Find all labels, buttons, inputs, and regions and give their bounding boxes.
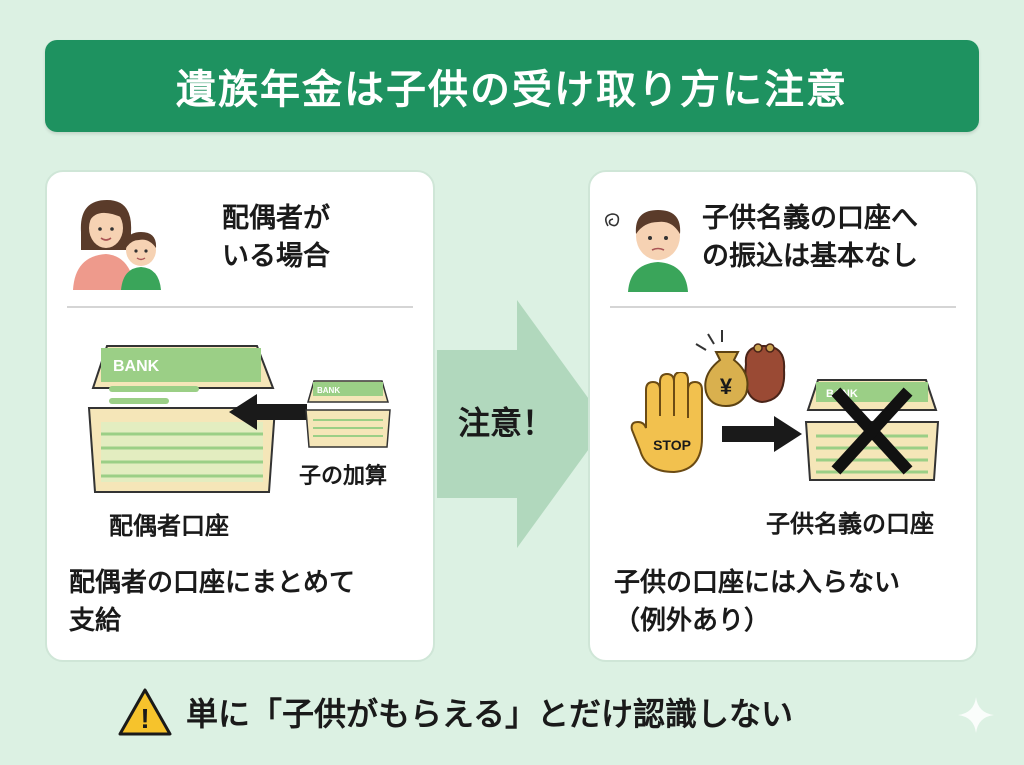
- left-bottom-line1: 配偶者の口座にまとめて: [69, 568, 356, 598]
- caution-label: 注意！: [458, 404, 555, 442]
- money-bag-icon: ¥: [695, 330, 786, 408]
- right-heading-line1: 子供名義の口座へ: [702, 203, 918, 234]
- warning-icon: !: [118, 688, 172, 736]
- small-bank-label: BANK: [317, 386, 340, 395]
- yen-symbol: ¥: [720, 374, 733, 399]
- center-arrow-icon: [437, 300, 607, 548]
- right-card-child-account: 子供名義の口座へ の振込は基本なし STOP ¥ BANK 子供名義の: [588, 170, 978, 662]
- right-arrow-icon: [722, 416, 802, 452]
- child-addition-label: 子の加算: [299, 464, 388, 489]
- footer-warning: ! 単に「子供がもらえる」とだけ認識しない: [118, 682, 793, 742]
- spouse-bankbook-icon: BANK: [87, 345, 277, 493]
- page-title: 遺族年金は子供の受け取り方に注意: [176, 67, 848, 113]
- right-bottom-line1: 子供の口座には入らない: [614, 568, 901, 598]
- right-bottom-line2: （例外あり）: [614, 606, 771, 636]
- left-arrow-icon: [229, 394, 307, 430]
- child-account-label: 子供名義の口座: [766, 510, 934, 538]
- right-divider: [610, 306, 956, 308]
- child-addition-bankbook-icon: BANK: [305, 380, 391, 448]
- spouse-account-label: 配偶者口座: [109, 512, 229, 540]
- stop-hand-icon: STOP: [630, 372, 703, 474]
- title-banner: 遺族年金は子供の受け取り方に注意: [45, 40, 979, 132]
- footer-message: 単に「子供がもらえる」とだけ認識しない: [186, 695, 794, 733]
- sparkle-icon: [958, 697, 994, 733]
- right-heading-line2: の振込は基本なし: [702, 241, 918, 272]
- child-bankbook-crossed-icon: BANK: [804, 379, 940, 481]
- warning-mark: !: [140, 703, 149, 734]
- left-heading-line1: 配偶者が: [222, 203, 330, 234]
- spouse-bank-label: BANK: [113, 358, 160, 375]
- left-divider: [67, 306, 413, 308]
- confused-child-icon: [604, 210, 688, 292]
- left-heading-line2: いる場合: [222, 241, 330, 272]
- left-card-spouse: 配偶者が いる場合 BANK BANK 子の加算 配偶者口座 配偶者の口座にまと…: [45, 170, 435, 662]
- left-bottom-line2: 支給: [69, 606, 122, 636]
- mother-child-icon: [73, 200, 161, 290]
- stop-label: STOP: [653, 437, 691, 453]
